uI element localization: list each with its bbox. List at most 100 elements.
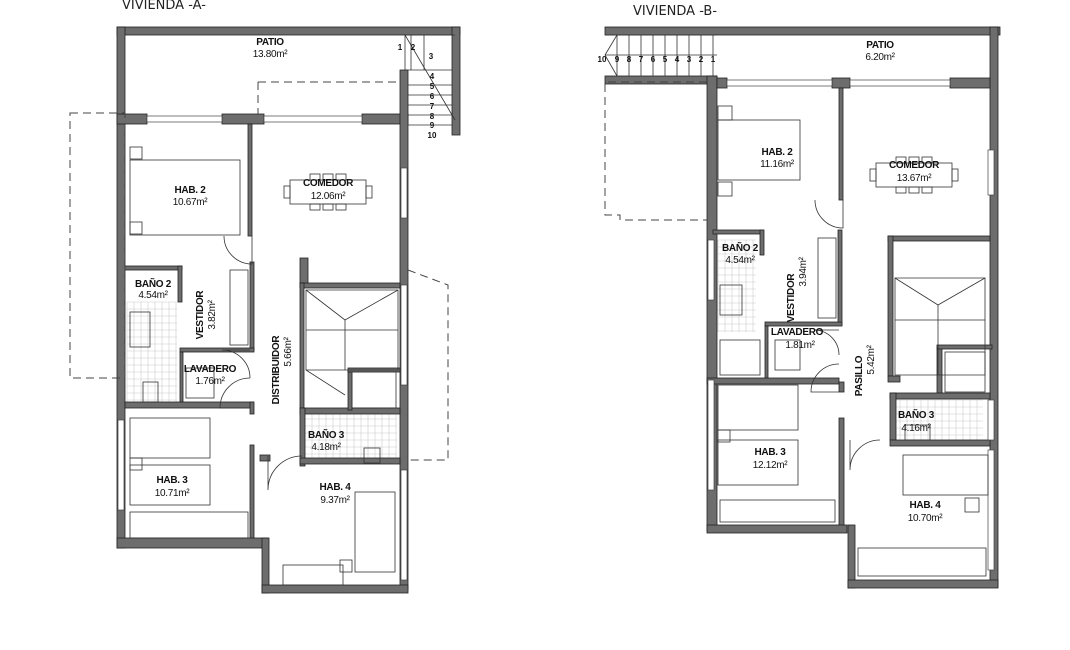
- interior-stair: [305, 289, 399, 321]
- wall: [706, 524, 848, 534]
- stair-step-number: 4: [430, 72, 435, 81]
- wall: [764, 325, 769, 382]
- stair-step-number: 1: [398, 43, 403, 52]
- fixture: [904, 424, 931, 441]
- room-a-vestidor-area: 3.82m²: [207, 299, 218, 329]
- fixture: [142, 381, 159, 403]
- stair-lines: [404, 34, 456, 121]
- room-b-hab2-name: HAB. 2: [762, 147, 794, 158]
- wall: [299, 282, 305, 414]
- room-b-hab3-name: HAB. 3: [755, 447, 787, 458]
- plan-vivienda-b: [604, 26, 1001, 589]
- window: [400, 284, 408, 386]
- wall: [831, 77, 851, 89]
- stair-lines: [605, 34, 717, 56]
- room-a-hab3-area: 10.71m²: [155, 488, 191, 499]
- fixture: [351, 371, 397, 409]
- chair: [365, 185, 373, 199]
- wall: [124, 265, 183, 271]
- room-a-bano2-name: BAÑO 2: [135, 277, 172, 290]
- furniture: [857, 547, 987, 577]
- furniture: [902, 454, 989, 496]
- window: [987, 449, 995, 571]
- wall: [712, 229, 764, 235]
- room-a-distribuidor-area: 5.66m²: [283, 336, 294, 366]
- wall: [764, 321, 843, 327]
- furniture: [129, 457, 143, 471]
- furniture: [717, 429, 731, 443]
- wall: [179, 347, 255, 353]
- room-a-hab4-area: 9.37m²: [320, 495, 350, 506]
- wall: [259, 454, 271, 462]
- wall: [847, 524, 856, 589]
- door-swing: [849, 439, 881, 471]
- stair-step-number: 9: [430, 121, 435, 130]
- stair-lines: [616, 35, 714, 76]
- wall: [604, 75, 718, 85]
- wall: [221, 113, 265, 125]
- window: [726, 79, 833, 87]
- chair: [921, 186, 933, 194]
- upper-floor-outline: [69, 112, 126, 379]
- room-b-bano2-area: 4.54m²: [725, 255, 755, 266]
- chair: [908, 156, 920, 164]
- wall: [604, 26, 1001, 36]
- room-b-bano3-area: 4.16m²: [901, 423, 931, 434]
- room-b-hab4-area: 10.70m²: [908, 513, 944, 524]
- furniture: [717, 105, 733, 121]
- plan-a-stair-numbers: 1 2 3 4 5 6 7 8 9 10: [398, 43, 437, 140]
- room-a-patio-area: 13.80m²: [253, 49, 289, 60]
- wall: [889, 392, 897, 441]
- furniture: [717, 439, 799, 486]
- room-a-patio-name: PATIO: [256, 37, 284, 48]
- furniture: [282, 564, 344, 586]
- wall: [261, 584, 409, 594]
- room-a-bano3-area: 4.18m²: [311, 442, 341, 453]
- window: [849, 79, 951, 87]
- wall: [838, 87, 844, 201]
- room-b-bano3-name: BAÑO 3: [898, 408, 935, 421]
- room-b-vestidor-area: 3.94m²: [798, 256, 809, 286]
- room-b-patio-area: 6.20m²: [865, 52, 895, 63]
- fixture: [774, 339, 801, 371]
- wall: [299, 407, 306, 467]
- plan-vivienda-a: [69, 26, 461, 594]
- chair: [335, 173, 347, 181]
- wall: [347, 369, 353, 411]
- floor-tiles: [126, 301, 177, 402]
- chair: [335, 203, 347, 211]
- furniture: [129, 511, 249, 539]
- chair: [322, 203, 334, 211]
- room-a-comedor-area: 12.06m²: [311, 191, 347, 202]
- interior-stair: [894, 277, 986, 306]
- room-a-vestidor-name: VESTIDOR: [195, 290, 206, 340]
- wall: [249, 401, 255, 415]
- floor-tiles: [892, 399, 983, 443]
- chair: [951, 168, 959, 182]
- plan-a-title: VIVIENDA -A-: [122, 0, 206, 13]
- door-swing: [223, 235, 253, 265]
- stair-lines: [410, 35, 425, 70]
- furniture: [964, 497, 980, 513]
- room-a-bano3-name: BAÑO 3: [308, 428, 345, 441]
- chair: [322, 173, 334, 181]
- wall: [838, 417, 845, 531]
- stair-step-number: 6: [430, 92, 435, 101]
- stair-step-number: 5: [430, 82, 435, 91]
- wall: [247, 123, 253, 237]
- room-a-hab2-name: HAB. 2: [175, 185, 207, 196]
- room-b-bano2-name: BAÑO 2: [722, 241, 759, 254]
- furniture: [129, 159, 241, 236]
- upper-floor-outline: [604, 81, 707, 221]
- fixture: [185, 367, 215, 399]
- plan-b-room-labels: PATIO 6.20m² HAB. 2 11.16m² COMEDOR 13.6…: [722, 40, 944, 524]
- chair: [895, 186, 907, 194]
- room-b-comedor-name: COMEDOR: [889, 160, 940, 171]
- wall: [299, 257, 309, 286]
- stair-step-number: 9: [615, 55, 620, 64]
- stair-lines: [408, 84, 452, 126]
- door-swing: [813, 329, 840, 356]
- wall: [949, 77, 991, 89]
- door-swing: [221, 349, 251, 379]
